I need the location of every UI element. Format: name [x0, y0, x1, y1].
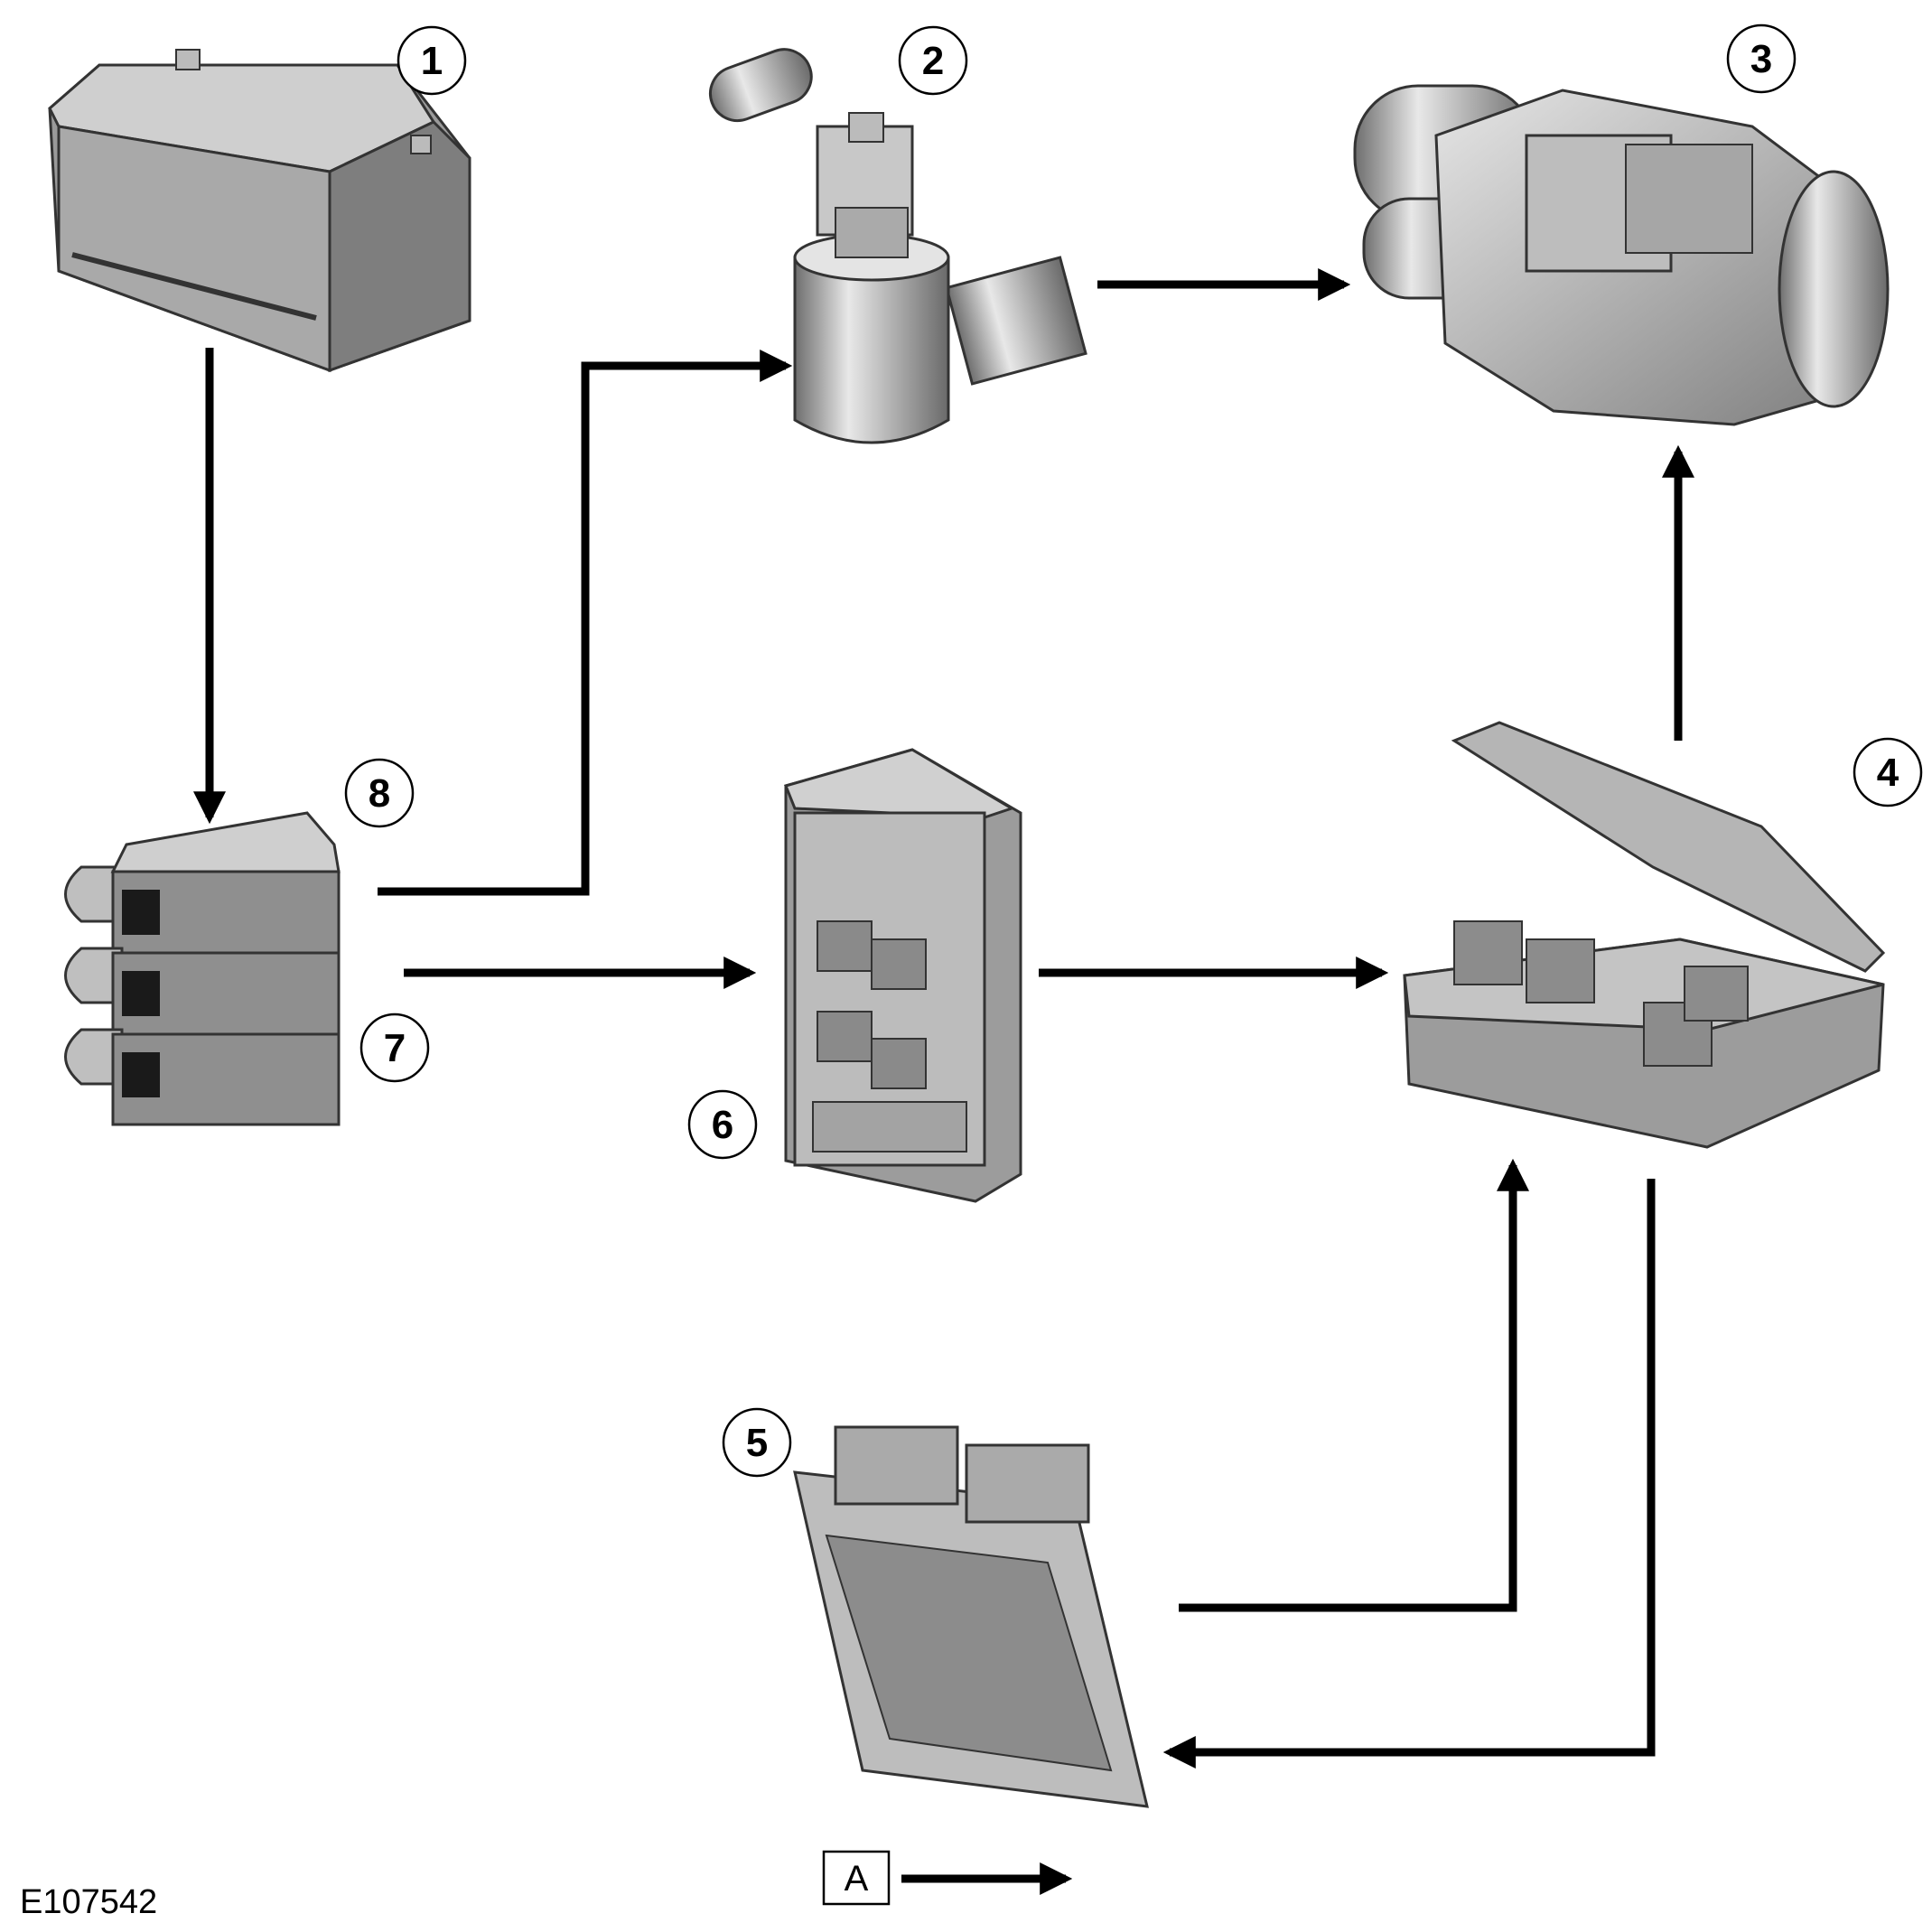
- legend-label: A: [845, 1859, 869, 1899]
- battery-illustration: [48, 49, 471, 373]
- callout-3: 3: [1726, 23, 1797, 94]
- callout-6: 6: [687, 1089, 758, 1160]
- flow-arrows: [193, 268, 1694, 1769]
- svg-text:1: 1: [421, 39, 443, 83]
- figure-code: E107542: [20, 1883, 157, 1921]
- battery-junction-box-illustration: [1403, 721, 1886, 1149]
- svg-text:8: 8: [369, 771, 390, 816]
- junction-box-illustration: [783, 748, 1022, 1203]
- svg-text:4: 4: [1877, 751, 1899, 795]
- svg-text:6: 6: [712, 1103, 733, 1147]
- callout-5: 5: [722, 1407, 792, 1478]
- callout-8: 8: [344, 758, 415, 828]
- engine-control-module-illustration: [793, 1425, 1149, 1808]
- callout-2: 2: [898, 25, 968, 96]
- svg-text:3: 3: [1750, 37, 1772, 81]
- callout-4: 4: [1853, 737, 1923, 807]
- legend-box: [822, 1850, 891, 1906]
- arrow-ecm-to-battery-junction-box: [1179, 1158, 1529, 1612]
- starter-motor-illustration: [1353, 84, 1890, 426]
- legend: A: [822, 1850, 1073, 1906]
- callout-7: 7: [359, 1013, 430, 1083]
- starter-relay-illustration: [709, 48, 1087, 444]
- arrow-battery-junction-box-to-ecm: [1162, 1179, 1656, 1769]
- svg-text:2: 2: [922, 39, 944, 83]
- svg-text:5: 5: [746, 1421, 768, 1465]
- fuse-block-illustration: [64, 811, 341, 1126]
- arrow-fuse-block-to-starter-relay: [378, 350, 793, 896]
- svg-text:7: 7: [384, 1026, 406, 1070]
- callout-1: 1: [397, 25, 467, 96]
